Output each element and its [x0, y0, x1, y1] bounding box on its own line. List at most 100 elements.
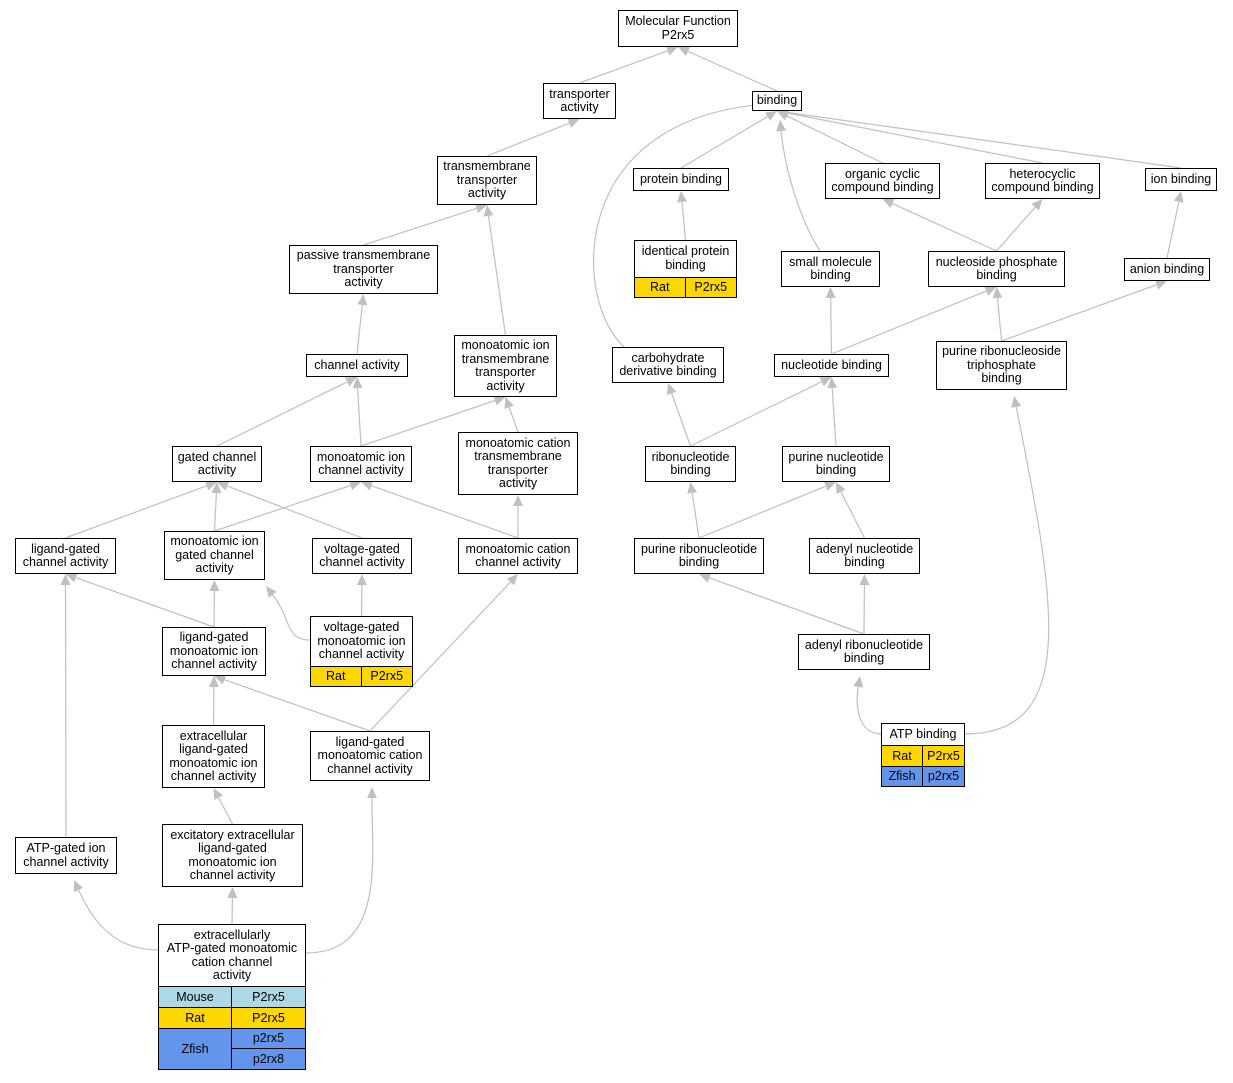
edge-mono-cation-channel-to-mono-ion-channel: [371, 485, 519, 539]
node-binding[interactable]: binding: [752, 91, 802, 111]
node-channel[interactable]: channel activity: [306, 354, 408, 377]
edge-purine-ribonucleotide-to-purine-nucleotide: [698, 485, 827, 539]
node-heterocyclic[interactable]: heterocyclic compound binding: [985, 163, 1100, 199]
node-label: small molecule binding: [789, 254, 872, 282]
edge-heterocyclic-to-binding: [787, 112, 1043, 164]
node-label: nucleotide binding: [781, 357, 882, 372]
edge-arrowhead: [859, 574, 870, 586]
node-label: protein binding: [639, 171, 722, 186]
node-ion-binding[interactable]: ion binding: [1145, 168, 1217, 191]
node-adenyl-ribonucleotide[interactable]: adenyl ribonucleotide binding: [798, 634, 930, 670]
node-carbohydrate[interactable]: carbohydrate derivative binding: [612, 347, 724, 383]
node-vg-mono-ion[interactable]: voltage-gated monoatomic ion channel act…: [310, 616, 413, 687]
edge-arrowhead: [356, 574, 367, 586]
node-small-molecule[interactable]: small molecule binding: [781, 251, 880, 287]
edge-arrowhead: [361, 480, 374, 491]
edge-arrowhead: [211, 482, 222, 494]
node-label: nucleoside phosphate binding: [935, 254, 1058, 282]
edge-arrowhead: [984, 286, 997, 296]
gene-cell[interactable]: P2rx5: [694, 280, 728, 295]
edge-arrowhead: [204, 481, 217, 491]
node-transporter[interactable]: transporter activity: [543, 83, 616, 119]
node-passive-tm[interactable]: passive transmembrane transporter activi…: [289, 245, 438, 294]
edge-arrowhead: [823, 481, 836, 491]
node-label: excitatory extracellular ligand-gated mo…: [170, 827, 295, 882]
edge-arrowhead: [567, 118, 580, 128]
node-purine-ribonucleotide[interactable]: purine ribonucleotide binding: [634, 538, 764, 574]
gene-cell[interactable]: p2rx5: [252, 1031, 285, 1046]
node-label: monoatomic ion transmembrane transporter…: [461, 338, 550, 393]
edge-nucleotide-to-nucleoside-phosphate: [831, 290, 987, 355]
node-label: extracellular ligand-gated monoatomic io…: [169, 728, 258, 783]
node-mf[interactable]: Molecular Function P2rx5: [618, 10, 738, 47]
gene-cell[interactable]: P2rx5: [252, 990, 285, 1004]
node-label: carbohydrate derivative binding: [619, 350, 717, 378]
node-org-cyclic[interactable]: organic cyclic compound binding: [825, 163, 940, 199]
edge-nucleotide-to-small-molecule: [830, 297, 833, 355]
node-lg-mono-cation[interactable]: ligand-gated monoatomic cation channel a…: [310, 731, 430, 781]
edge-lg-mono-cation-to-mono-cation-channel: [369, 581, 511, 732]
node-mono-cation-tm[interactable]: monoatomic cation transmembrane transpor…: [458, 432, 578, 495]
gene-cell[interactable]: p2rx8: [232, 1048, 305, 1069]
gene-cell[interactable]: P2rx5: [927, 748, 960, 763]
node-label: purine nucleotide binding: [788, 449, 884, 477]
node-extracellularly-atp[interactable]: extracellularly ATP-gated monoatomic cat…: [158, 924, 306, 1070]
node-ligand-gated[interactable]: ligand-gated channel activity: [15, 538, 116, 574]
node-nucleoside-phosphate[interactable]: nucleoside phosphate binding: [928, 251, 1065, 287]
gene-cell[interactable]: P2rx5: [370, 669, 404, 684]
edge-nucleoside-phosphate-to-org-cyclic: [892, 203, 997, 252]
edge-arrowhead: [65, 572, 78, 583]
node-mono-ion-channel[interactable]: monoatomic ion channel activity: [310, 446, 412, 482]
node-nucleotide[interactable]: nucleotide binding: [774, 354, 889, 377]
edge-purine-ribonucleoside-tp-to-anion-binding: [1001, 284, 1157, 342]
edge-arrowhead: [367, 787, 377, 798]
edge-excitatory-to-extracellular-lg: [218, 797, 234, 825]
edge-arrowhead: [217, 481, 230, 491]
node-gated-channel[interactable]: gated channel activity: [172, 446, 262, 482]
edge-arrowhead: [665, 46, 678, 56]
node-lg-mono-ion[interactable]: ligand-gated monoatomic ion channel acti…: [162, 627, 266, 676]
node-mono-ion-tm[interactable]: monoatomic ion transmembrane transporter…: [454, 335, 557, 397]
node-label: monoatomic ion gated channel activity: [170, 534, 259, 576]
gene-cell[interactable]: p2rx5: [927, 769, 960, 784]
edge-mono-ion-gated-to-gated-channel: [213, 492, 217, 532]
edge-arrowhead: [836, 482, 846, 495]
node-label: ion binding: [1150, 171, 1212, 186]
edge-passive-tm-to-tm-transporter: [363, 207, 477, 246]
edge-nucleoside-phosphate-to-heterocyclic: [996, 206, 1036, 252]
node-extracellular-lg[interactable]: extracellular ligand-gated monoatomic io…: [162, 725, 265, 788]
node-anion-binding[interactable]: anion binding: [1124, 258, 1210, 281]
edge-arrowhead: [474, 203, 487, 214]
edge-arrowhead: [1154, 280, 1167, 290]
node-purine-nucleotide[interactable]: purine nucleotide binding: [782, 446, 890, 482]
node-label: voltage-gated monoatomic ion channel act…: [317, 620, 406, 662]
node-protein-binding[interactable]: protein binding: [633, 168, 729, 191]
node-label: purine ribonucleoside triphosphate bindi…: [942, 344, 1061, 386]
node-atp-gated-ion[interactable]: ATP-gated ion channel activity: [15, 837, 117, 874]
node-purine-ribonucleoside-tp[interactable]: purine ribonucleoside triphosphate bindi…: [936, 341, 1067, 390]
node-voltage-gated[interactable]: voltage-gated channel activity: [312, 538, 412, 574]
edge-arrowhead: [348, 480, 361, 491]
edge-channel-to-passive-tm: [356, 304, 363, 355]
node-label: organic cyclic compound binding: [831, 166, 934, 194]
species-cell: Rat: [159, 1007, 232, 1028]
node-tm-transporter[interactable]: transmembrane transporter activity: [437, 156, 537, 205]
edge-arrowhead: [666, 383, 677, 396]
edge-arrowhead: [483, 205, 494, 217]
edge-arrowhead: [227, 887, 238, 899]
edge-arrowhead: [266, 586, 277, 598]
edge-arrowhead: [882, 199, 895, 209]
node-ribonucleotide[interactable]: ribonucleotide binding: [645, 446, 736, 482]
node-adenyl-nucleotide[interactable]: adenyl nucleotide binding: [809, 538, 920, 574]
node-mono-ion-gated[interactable]: monoatomic ion gated channel activity: [164, 531, 265, 580]
gene-cell[interactable]: P2rx5: [252, 1010, 285, 1025]
node-excitatory[interactable]: excitatory extracellular ligand-gated mo…: [162, 824, 303, 887]
edge-mono-ion-channel-to-channel: [357, 387, 362, 447]
edge-tm-transporter-to-transporter: [486, 122, 570, 157]
edge-arrowhead: [827, 377, 838, 389]
node-mono-cation-channel[interactable]: monoatomic cation channel activity: [458, 538, 578, 574]
edge-arrowhead: [504, 397, 514, 410]
